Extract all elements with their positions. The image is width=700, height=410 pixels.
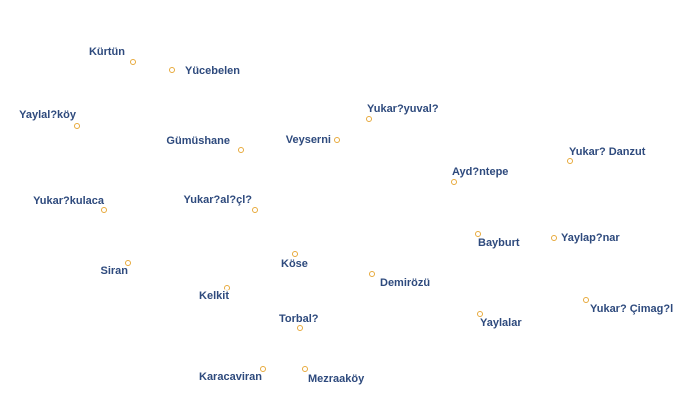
marker-icon xyxy=(366,116,372,122)
place-label: Yücebelen xyxy=(185,65,241,77)
place-label: Gümüshane xyxy=(166,135,230,147)
place-label: Yaylap?nar xyxy=(561,232,620,244)
place-label: Yaylal?köy xyxy=(19,109,76,121)
place-label: Ayd?ntepe xyxy=(452,166,509,178)
marker-icon xyxy=(74,123,80,129)
place-label: Yukar? Danzut xyxy=(569,146,646,158)
marker-icon xyxy=(252,207,258,213)
marker-icon xyxy=(551,235,557,241)
place-label: Yukar? Çimag?l xyxy=(590,303,674,315)
place-label: Kelkit xyxy=(199,290,229,302)
marker-icon xyxy=(302,366,308,372)
marker-icon xyxy=(369,271,375,277)
marker-icon xyxy=(169,67,175,73)
marker-icon xyxy=(475,231,481,237)
place-label: Karacaviran xyxy=(199,371,262,383)
marker-icon xyxy=(292,251,298,257)
marker-icon xyxy=(297,325,303,331)
marker-icon xyxy=(238,147,244,153)
marker-icon xyxy=(583,297,589,303)
marker-icon xyxy=(260,366,266,372)
marker-icon xyxy=(334,137,340,143)
place-label: Yukar?kulaca xyxy=(33,195,104,207)
place-label: Köse xyxy=(281,258,308,270)
marker-icon xyxy=(451,179,457,185)
marker-icon xyxy=(224,285,230,291)
place-label: Demirözü xyxy=(380,277,431,289)
place-label: Torbal? xyxy=(279,313,319,325)
marker-icon xyxy=(125,260,131,266)
place-label: Yaylalar xyxy=(480,317,522,329)
marker-icon xyxy=(477,311,483,317)
place-label: Bayburt xyxy=(478,237,520,249)
marker-icon xyxy=(101,207,107,213)
place-label: Kürtün xyxy=(88,46,125,58)
place-label: Siran xyxy=(100,265,128,277)
marker-icon xyxy=(130,59,136,65)
place-label: Yukar?yuval? xyxy=(367,103,439,115)
marker-icon xyxy=(567,158,573,164)
place-label: Veyserni xyxy=(285,134,331,146)
place-label: Mezraaköy xyxy=(308,373,365,385)
place-label: Yukar?al?çl? xyxy=(183,194,252,206)
